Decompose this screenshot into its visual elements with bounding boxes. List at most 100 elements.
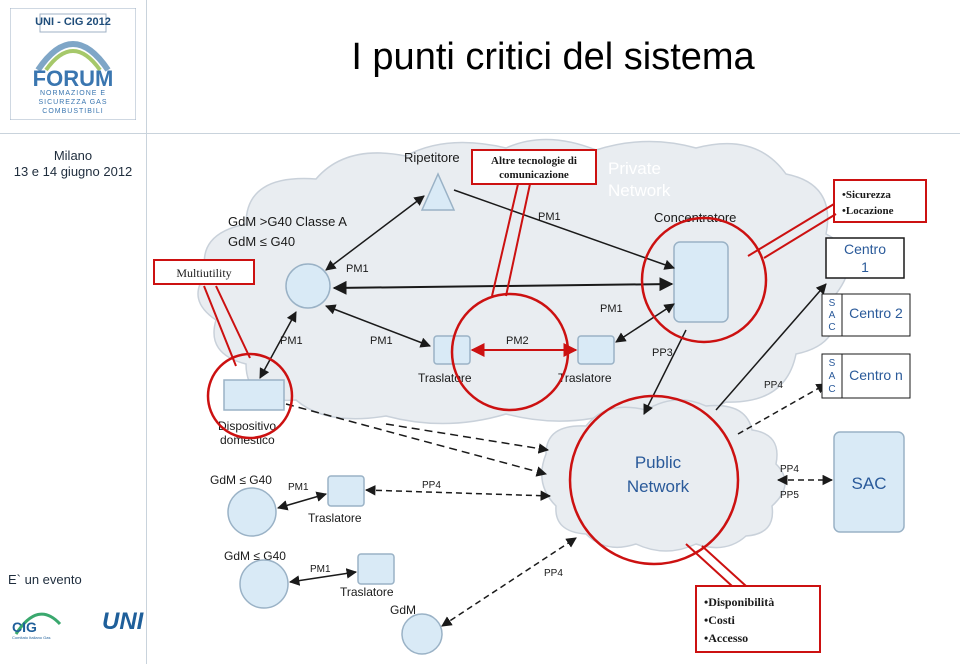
- event-note: E` un evento: [8, 572, 82, 587]
- sac-label: SAC: [852, 474, 887, 493]
- callout-disponibilita-pointer: [685, 543, 747, 587]
- callout-altre-pointer: [491, 183, 531, 297]
- page-title: I punti critici del sistema: [351, 36, 755, 78]
- pp4-label-centri: PP4: [764, 380, 783, 391]
- pm1-label-right: PM1: [600, 303, 623, 315]
- link-traslatore3-public: [364, 485, 552, 501]
- logo-forum-text: FORUM: [32, 66, 114, 91]
- gdm-node-bottom-3: [401, 613, 443, 655]
- private-network-label-1: Private: [608, 159, 661, 178]
- event-location: Milano: [53, 148, 93, 163]
- event-info: Milano 13 e 14 giugno 2012: [10, 148, 136, 180]
- centro-n-label: Centro n: [849, 367, 903, 383]
- link-ripetitore-concentratore: [453, 189, 675, 270]
- callout-altre-text-1: Altre tecnologie di: [491, 155, 577, 167]
- sac-letter-a-2: A: [829, 310, 836, 321]
- callout-altre-text-2: comunicazione: [499, 169, 569, 181]
- ripetitore-label: Ripetitore: [404, 150, 460, 165]
- traslatore-node-4: [357, 553, 395, 585]
- callout-disponibilita-text: •Disponibilità: [704, 595, 774, 609]
- callout-multiutility-pointer: [203, 285, 251, 367]
- gdm-node-bottom-1: [227, 487, 277, 537]
- callout-concentratore-circle: [640, 216, 768, 344]
- gdm-classe-a-node: [285, 263, 331, 309]
- logo-sub1: NORMAZIONE E: [39, 90, 107, 97]
- dispositivo-label-1: Dispositivo: [218, 419, 276, 433]
- traslatore-node-3: [327, 475, 365, 507]
- gdm-le-label-bottom-2: GdM ≤ G40: [224, 549, 286, 563]
- link-concentratore-centri: [715, 283, 827, 411]
- link-gdm3-public: [441, 537, 577, 627]
- callout-multiutility-text: Multiutility: [176, 266, 231, 280]
- callout-accesso-text: •Accesso: [704, 631, 748, 645]
- cig-logo: CIG Comitato Italiano Gas: [8, 604, 68, 640]
- centro-2-label: Centro 2: [849, 305, 903, 321]
- private-network-label-2: Network: [608, 181, 671, 200]
- pm2-label: PM2: [506, 335, 529, 347]
- sac-letter-c-2: C: [828, 322, 835, 333]
- forum-logo-graphic: [9, 7, 137, 121]
- pm1-label-bottom-1: PM1: [288, 482, 309, 493]
- logo-top-text: UNI - CIG 2012: [35, 16, 111, 28]
- dispositivo-node: [223, 379, 285, 411]
- gdm-node-bottom-2: [239, 559, 289, 609]
- header-divider: [0, 133, 960, 134]
- sac-letter-s-n: S: [829, 358, 836, 369]
- concentratore-node: [673, 241, 729, 323]
- callout-public-circle: [568, 394, 740, 566]
- sac-letter-a-n: A: [829, 371, 836, 382]
- link-gdm-traslatore-4: [288, 568, 358, 586]
- public-network-label-2: Network: [627, 477, 690, 496]
- link-dispositivo-public: [285, 403, 548, 477]
- sac-letter-s-2: S: [829, 298, 836, 309]
- gdm-le-g40-label: GdM ≤ G40: [228, 234, 295, 249]
- callout-costi-text: •Costi: [704, 613, 736, 627]
- callout-disponibilita: [695, 585, 821, 653]
- traslatore-label-1: Traslatore: [418, 371, 472, 385]
- callout-altre-tecnologie: [471, 149, 597, 185]
- centro-1-box: [825, 237, 905, 279]
- callout-pm2-circle: [450, 292, 570, 412]
- centro-2-box: [841, 293, 911, 337]
- gdm-le-label-bottom-1: GdM ≤ G40: [210, 473, 272, 487]
- callout-sicurezza-pointer: [747, 203, 837, 259]
- pm1-label-mid: PM1: [370, 335, 393, 347]
- link-cloud-public: [385, 423, 550, 454]
- link-gdm-traslatore: [325, 304, 431, 348]
- public-network-label-1: Public: [635, 453, 682, 472]
- uni-logo: UNI: [102, 608, 144, 635]
- centro-1-label-b: 1: [861, 259, 869, 275]
- link-public-centri: [737, 383, 827, 435]
- sac-letter-c-n: C: [828, 384, 835, 395]
- cig-logo-subtext: Comitato Italiano Gas: [12, 635, 50, 640]
- cig-logo-graphic: CIG Comitato Italiano Gas: [12, 612, 62, 640]
- link-gdm-concentratore: [332, 277, 674, 295]
- event-dates: 13 e 14 giugno 2012: [13, 164, 133, 179]
- centro-1-label-a: Centro: [844, 241, 886, 257]
- callout-sicurezza: [833, 179, 927, 223]
- link-gdm-ripetitore: [325, 195, 425, 271]
- pm1-label-gdm: PM1: [346, 263, 369, 275]
- link-dispositivo-gdm: [259, 311, 297, 379]
- traslatore-label-3: Traslatore: [308, 511, 362, 525]
- callout-sicurezza-text: •Sicurezza: [842, 189, 891, 201]
- gdm-label-bottom-3: GdM: [390, 603, 416, 617]
- gdm-classe-a-label: GdM >G40 Classe A: [228, 214, 347, 229]
- pp5-label-sac: PP5: [780, 490, 799, 501]
- link-concentratore-public: [643, 329, 687, 415]
- link-gdm-traslatore-3: [276, 491, 328, 511]
- traslatore-label-2: Traslatore: [558, 371, 612, 385]
- forum-logo: UNI - CIG 2012 FORUM NORMAZIONE E SICURE…: [9, 7, 137, 121]
- sidebar: UNI - CIG 2012 FORUM NORMAZIONE E SICURE…: [0, 0, 147, 664]
- network-diagram: Private Network Ripetitore GdM >G40 Clas…: [153, 138, 927, 655]
- pp4-label-bottom-1: PP4: [422, 480, 441, 491]
- pp3-label: PP3: [652, 347, 673, 359]
- pp4-label-bottom-2: PP4: [544, 568, 563, 579]
- logo-sub2: SICUREZZA GAS: [38, 99, 108, 106]
- logo-sub3: COMBUSTIBILI: [42, 108, 104, 115]
- ripetitore-node: [420, 172, 456, 211]
- pm1-label-top: PM1: [538, 211, 561, 223]
- callout-dispositivo-circle: [206, 352, 294, 440]
- public-network-cloud: [541, 399, 786, 552]
- pp4-label-sac: PP4: [780, 464, 799, 475]
